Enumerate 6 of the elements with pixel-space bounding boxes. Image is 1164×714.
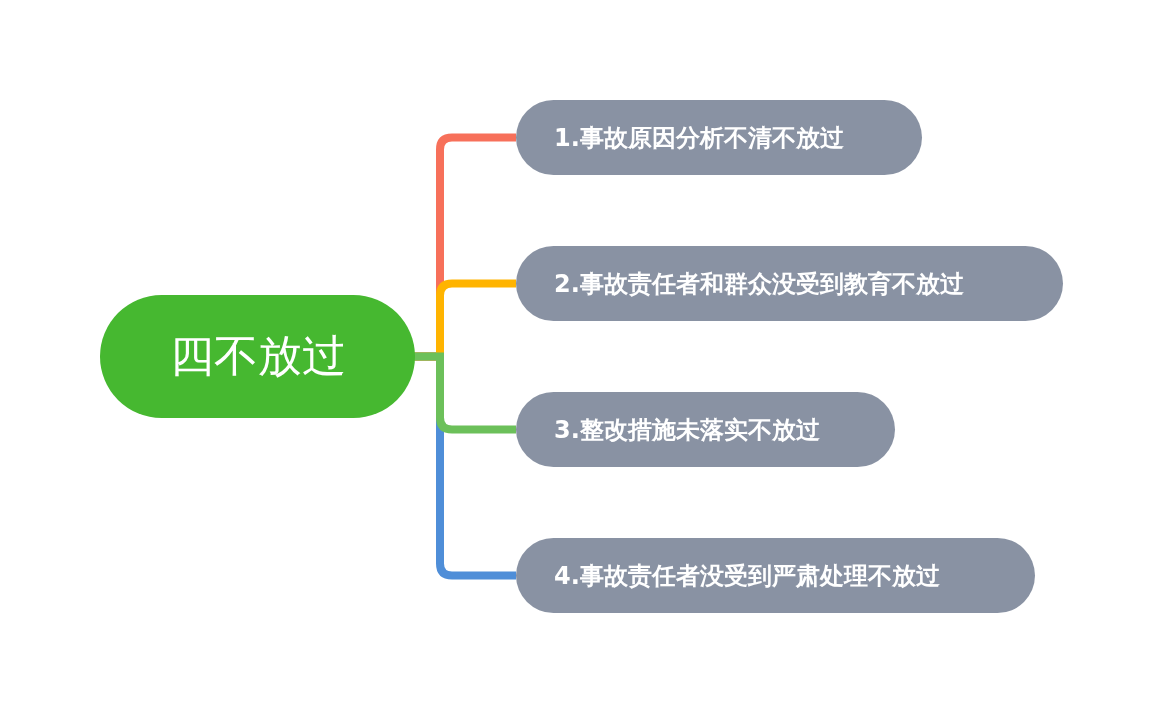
branch-pill: 3.整改措施未落实不放过 <box>516 392 895 467</box>
branch-pill: 1.事故原因分析不清不放过 <box>516 100 922 175</box>
topic-pill: 四不放过 <box>100 295 415 418</box>
branch-pill: 2.事故责任者和群众没受到教育不放过 <box>516 246 1063 321</box>
branch-line <box>413 352 516 434</box>
branch-pill: 4.事故责任者没受到严肃处理不放过 <box>516 538 1035 613</box>
